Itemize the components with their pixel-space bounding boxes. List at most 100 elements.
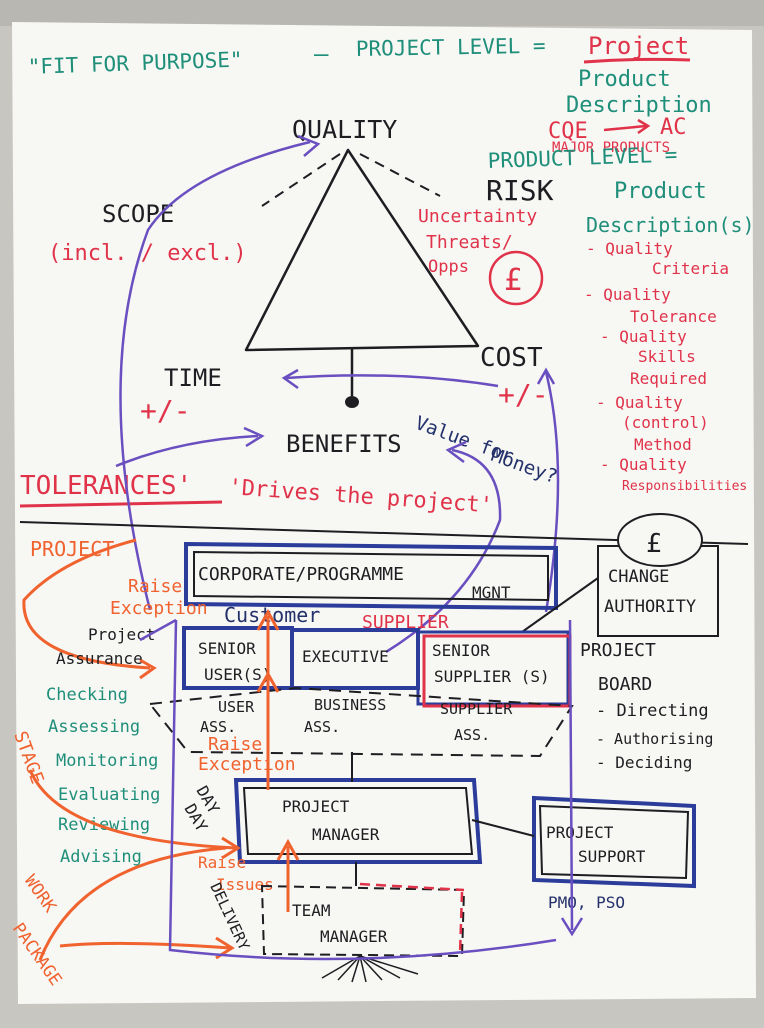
- criteria-2-line-2: Tolerance: [630, 307, 717, 326]
- criteria-3-line-3: Required: [630, 369, 707, 388]
- time-arrow: [285, 374, 499, 388]
- criteria-1-line-2: Criteria: [652, 259, 729, 278]
- project-support-box-outer: [532, 795, 696, 889]
- business-ass-line-1: BUSINESS: [314, 696, 386, 714]
- corporate-box-inner: [193, 550, 549, 602]
- team-manager-red-edge: [359, 882, 465, 892]
- quality-feedback-arrow: [119, 140, 311, 611]
- project-assurance-line-2: Assurance: [56, 649, 143, 668]
- criteria-3-line-1: - Quality: [600, 327, 687, 346]
- project-manager-box-inner: [242, 787, 474, 855]
- verb-monitoring: Monitoring: [56, 751, 158, 771]
- project-underline: [583, 57, 691, 64]
- benefits-arrow-head: [243, 426, 265, 448]
- change-authority-pound: £: [646, 529, 662, 559]
- verb-checking: Checking: [46, 685, 128, 705]
- risk-note-uncertainty: Uncertainty: [418, 206, 537, 227]
- benefits-stem-dot: [345, 396, 359, 408]
- project-board-line-2: BOARD: [598, 674, 652, 695]
- project-manager-line-1: PROJECT: [282, 797, 350, 816]
- verb-assessing: Assessing: [48, 717, 140, 737]
- criteria-4-line-3: Method: [634, 435, 692, 454]
- benefits-label: BENEFITS: [286, 430, 402, 458]
- outer-loop-right: [568, 619, 574, 931]
- project-support-box-inner: [538, 804, 690, 880]
- user-ass-line-2: ASS.: [200, 718, 236, 736]
- project-level-label: PROJECT LEVEL =: [356, 34, 546, 61]
- criteria-1-line-1: - Quality: [586, 239, 673, 258]
- criteria-3-line-2: Skills: [638, 347, 696, 366]
- stage-arrow: [28, 769, 237, 850]
- project-assurance-line-1: Project: [88, 625, 155, 644]
- criteria-5-line-2: Responsibilities: [622, 479, 747, 494]
- raise-exception-2-arrow-head: [256, 670, 280, 693]
- scope-label: SCOPE: [102, 200, 174, 228]
- project-board-line-1: PROJECT: [580, 640, 656, 661]
- value-for-money-arrow-head: [445, 440, 467, 463]
- tolerances-label: TOLERANCES': [20, 471, 192, 501]
- supplier-label: SUPPLIER: [362, 612, 449, 633]
- risk-dashed-line: [359, 153, 441, 197]
- executive-label: EXECUTIVE: [302, 647, 389, 666]
- benefits-arrow: [115, 434, 259, 468]
- team-manager-box: [260, 884, 466, 958]
- product-descriptions-line-1: Product: [614, 179, 707, 204]
- pmo-pso-label: PMO, PSO: [548, 893, 625, 912]
- time-arrow-head: [281, 368, 299, 390]
- work-package-arrow: [59, 941, 231, 950]
- time-label: TIME: [164, 364, 222, 392]
- project-loop-arrow: [22, 538, 151, 670]
- time-tolerance-label: +/-: [140, 394, 191, 427]
- product-description-line-1: Product: [578, 67, 671, 92]
- quality-time-cost-triangle: [244, 148, 480, 352]
- team-manager-line-1: TEAM: [292, 901, 331, 920]
- work-package-up-arrow: [38, 846, 227, 961]
- pound-sign: £: [504, 263, 522, 298]
- senior-supplier-line-1: SENIOR: [432, 641, 490, 660]
- supplier-ass-line-1: SUPPLIER: [440, 700, 513, 718]
- board-role-directing: - Directing: [596, 701, 709, 721]
- customer-label: Customer: [224, 603, 320, 627]
- change-authority-line-2: AUTHORITY: [604, 597, 696, 617]
- risk-note-opps: Opps: [428, 257, 469, 277]
- raise-exception-1-line-2: Exception: [110, 598, 208, 619]
- ac-label: AC: [660, 115, 687, 140]
- raise-issues-arrow-head: [276, 838, 300, 861]
- project-support-line-2: SUPPORT: [578, 847, 646, 866]
- project-support-line-1: PROJECT: [546, 823, 614, 842]
- pm-to-support-link: [471, 819, 535, 837]
- risk-label: RISK: [486, 174, 554, 207]
- cqe-label: CQE: [548, 119, 588, 144]
- project-manager-box-outer: [233, 778, 483, 864]
- change-authority-link: [521, 577, 599, 633]
- senior-supplier-line-2: SUPPLIER (S): [434, 667, 550, 686]
- value-for-money-arrow: [385, 448, 502, 654]
- assurance-dashed-region: [148, 686, 574, 758]
- header-dash: —: [314, 40, 329, 68]
- verb-reviewing: Reviewing: [58, 815, 150, 835]
- user-ass-line-1: USER: [218, 698, 255, 716]
- criteria-5-line-1: - Quality: [600, 455, 687, 474]
- senior-user-line-1: SENIOR: [198, 639, 256, 658]
- raise-exception-2-line-2: Exception: [198, 754, 296, 775]
- change-authority-line-1: CHANGE: [608, 567, 669, 587]
- board-role-authorising: - Authorising: [596, 730, 713, 748]
- cqe-arrow: [603, 124, 647, 132]
- change-authority-pound-oval: [617, 513, 703, 567]
- project-loop-arrow-head: [139, 658, 157, 680]
- tolerances-underline: [19, 500, 223, 508]
- board-role-deciding: - Deciding: [596, 753, 692, 772]
- quality-criteria-list: - Quality Criteria - Quality Tolerance -…: [584, 239, 747, 494]
- corporate-label: CORPORATE/PROGRAMME: [198, 564, 404, 585]
- business-ass-line-2: ASS.: [304, 718, 340, 736]
- raise-issues-line-1: Raise: [198, 853, 246, 872]
- project-manager-line-2: MANAGER: [312, 825, 380, 844]
- quality-label: QUALITY: [292, 115, 397, 144]
- senior-supplier-box: [416, 630, 570, 706]
- raise-issues-line-2: Issues: [216, 875, 274, 894]
- wall-top-strip: [0, 0, 764, 26]
- stage-arrow-head: [221, 836, 241, 860]
- verb-advising: Advising: [60, 847, 142, 867]
- assurance-verbs-list: Checking Assessing Monitoring Evaluating…: [46, 685, 160, 867]
